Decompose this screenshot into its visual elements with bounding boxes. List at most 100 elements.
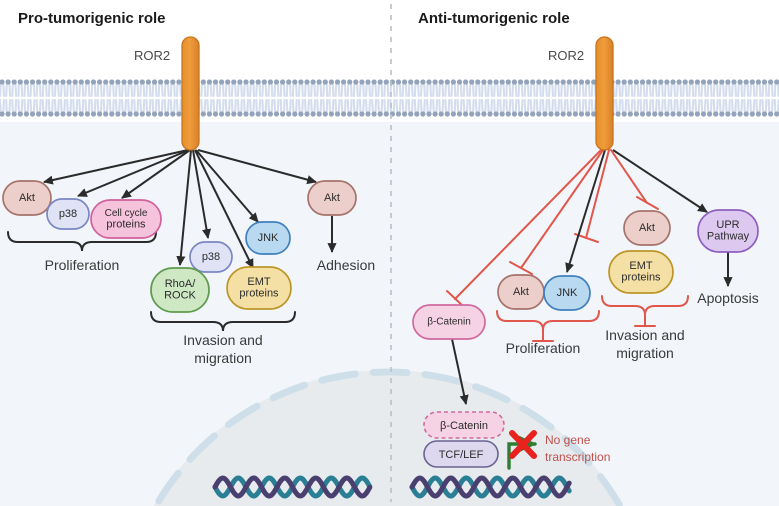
brace-proliferation-left (7, 231, 157, 252)
node-right-r_jnk[interactable]: JNK (543, 275, 591, 311)
outcome-left-2: migration (194, 350, 252, 366)
node-left-jnk[interactable]: JNK (245, 221, 291, 255)
node-left-p38b-shape[interactable] (189, 241, 233, 273)
outcome-left-3: Adhesion (317, 257, 375, 273)
node-left-akt2-label: Akt (324, 192, 340, 204)
arrow-to-jnk-right (565, 149, 606, 273)
ror2-receptor-left-shape[interactable] (181, 36, 200, 151)
right-signal-arrows (565, 149, 708, 273)
node-left-p38b[interactable]: p38 (189, 241, 233, 273)
node-left-emt-label: EMT (247, 276, 271, 288)
node-left-p38a[interactable]: p38 (46, 198, 90, 230)
ror2-label-right: ROR2 (548, 48, 584, 63)
node-left-rhoa-label: ROCK (164, 290, 196, 302)
membrane-heads-outer (0, 79, 779, 85)
node-right-r_akt2-shape[interactable] (623, 210, 671, 246)
node-right-r_emt-shape[interactable] (608, 250, 674, 294)
node-left-p38b-label: p38 (202, 251, 220, 263)
membrane-tails (0, 83, 779, 113)
outcome-right-1: Invasion and (605, 327, 684, 343)
node-right-r_emt-label: proteins (621, 272, 661, 284)
arrow-to-p38a (77, 149, 190, 197)
node-right-bcatenin-label: β-Catenin (427, 317, 471, 328)
arrow-to-jnk (195, 149, 259, 223)
node-left-akt1-shape[interactable] (2, 180, 52, 216)
node-left-rhoa-shape[interactable] (150, 267, 210, 313)
ror2-receptor-right-shape[interactable] (595, 36, 614, 151)
membrane-heads-inner (0, 111, 779, 117)
node-right-upr-label: Pathway (707, 231, 750, 243)
dna-helix-right (409, 475, 572, 499)
node-left-cellcycle-label: proteins (106, 219, 146, 231)
nucleus-envelope (151, 368, 625, 506)
node-right-r_akt1-label: Akt (513, 286, 529, 298)
no-gene-line2: transcription (545, 450, 610, 464)
inhibit-akt-top (610, 149, 659, 210)
right-panel-title: Anti-tumorigenic role (418, 10, 570, 27)
right-outcome-labels: Proliferation Invasion and migration Apopto… (506, 290, 759, 361)
node-right-r_jnk-shape[interactable] (543, 275, 591, 311)
arrow-to-rhoa (176, 149, 192, 267)
node-right-bcatenin-shape[interactable] (412, 304, 486, 340)
node-left-emt-label: proteins (239, 288, 279, 300)
node-left-rhoa-label: RhoA/ (165, 278, 197, 290)
dna-strand (409, 475, 572, 499)
node-right-r_akt2[interactable]: Akt (623, 210, 671, 246)
node-left-akt2-shape[interactable] (307, 180, 357, 216)
node-left-p38a-label: p38 (59, 208, 77, 220)
node-right-bcatenin[interactable]: β-Catenin (412, 304, 486, 340)
node-right-r_jnk-label: JNK (557, 287, 578, 299)
arrow-to-upr (612, 149, 708, 213)
node-left-p38a-shape[interactable] (46, 198, 90, 230)
outcome-left-1: Invasion and (183, 332, 262, 348)
no-gene-line1: No gene (545, 433, 591, 447)
arrow-to-akt2 (197, 149, 318, 185)
node-right-upr-shape[interactable] (697, 209, 759, 253)
arrow-to-akt1 (42, 149, 189, 185)
node-right-r_akt1[interactable]: Akt (497, 274, 545, 310)
node-left-rhoa[interactable]: RhoA/ROCK (150, 267, 210, 313)
node-left-akt1[interactable]: Akt (2, 180, 52, 216)
outcome-right-3: Apoptosis (697, 290, 758, 306)
dna-strand (212, 475, 373, 499)
receptor-left[interactable] (181, 36, 200, 151)
plasma-membrane (0, 74, 779, 122)
brace-invasion-left (150, 311, 296, 332)
node-left-akt2[interactable]: Akt (307, 180, 357, 216)
node-right-upr-label: UPR (716, 219, 739, 231)
node-tcf-lef[interactable] (423, 440, 499, 468)
nucleus-contents: β-Catenin TCF/LEF No gene transcription (212, 411, 610, 499)
inhibit-akt-prolif (509, 149, 604, 275)
node-left-jnk-shape[interactable] (245, 221, 291, 255)
left-signal-arrows (42, 149, 318, 269)
outcome-right-0: Proliferation (506, 340, 581, 356)
blocked-x-icon (509, 430, 537, 459)
node-left-jnk-label: JNK (258, 232, 279, 244)
dna-helix-left (212, 475, 373, 499)
node-nuclear-bcatenin-label: β-Catenin (440, 420, 488, 432)
node-right-r_emt-label: EMT (629, 260, 653, 272)
node-left-cellcycle-shape[interactable] (90, 199, 162, 239)
node-right-r_akt2-label: Akt (639, 222, 655, 234)
arrow-bcatenin-to-nucleus (451, 338, 469, 406)
outcome-right-2: migration (616, 345, 674, 361)
node-left-cellcycle-label: Cell cycle (105, 208, 148, 219)
arrow-to-p38b (192, 149, 212, 240)
node-nuclear-bcatenin[interactable] (423, 411, 505, 439)
outcome-left-0: Proliferation (45, 257, 120, 273)
node-left-emt-shape[interactable] (226, 266, 292, 310)
left-panel-title: Pro-tumorigenic role (18, 10, 166, 27)
node-tcf-lef-label: TCF/LEF (439, 449, 484, 461)
receptor-right[interactable] (595, 36, 614, 151)
